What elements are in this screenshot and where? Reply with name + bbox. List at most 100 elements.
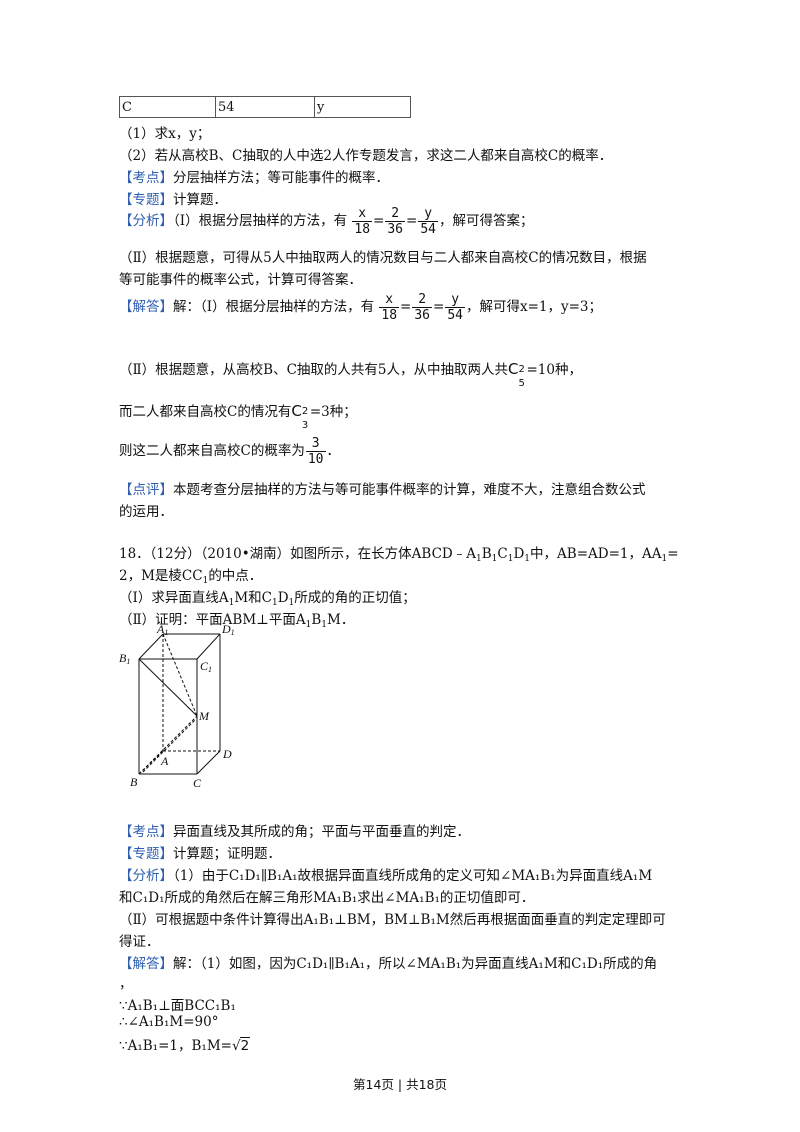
q18-fenxi-3: （Ⅱ）可根据题中条件计算得出A₁B₁⊥BM，BM⊥B₁M然后再根据面面垂直的判定… bbox=[119, 912, 666, 928]
table-cell: C bbox=[119, 96, 216, 118]
q18-p2b: B bbox=[311, 612, 322, 628]
q18-h1c: C bbox=[497, 546, 508, 562]
q17-part1: （1）求x，y； bbox=[119, 126, 211, 142]
q18-h1f: = bbox=[667, 546, 679, 562]
label-m: M bbox=[198, 709, 210, 723]
sqrt-value: 2 bbox=[239, 1037, 251, 1054]
hidden-segment-a-m bbox=[142, 719, 196, 773]
step3-text-a: 而二人都来自高校C的情况有 bbox=[119, 404, 292, 420]
q18-jieda-3: ∴∠A₁B₁M=90° bbox=[119, 1014, 219, 1030]
jieda-tag: 【解答】 bbox=[119, 299, 173, 315]
edge-b1-a1 bbox=[138, 633, 164, 660]
q18-fenxi-2: 和C₁D₁所成的角然后在解三角形MA₁B₁求出∠MA₁B₁的正切值即可． bbox=[119, 890, 535, 906]
zhuanti-text: 计算题；证明题． bbox=[173, 846, 281, 862]
label-d: D bbox=[222, 747, 232, 761]
q17-kaodian: 【考点】分层抽样方法；等可能事件的概率． bbox=[119, 166, 389, 186]
jieda-tag: 【解答】 bbox=[119, 956, 173, 972]
q18-fenxi-4: 得证． bbox=[119, 934, 160, 950]
label-b: B bbox=[130, 775, 138, 789]
q18-h1d: D bbox=[513, 546, 525, 562]
comb-bottom: 5 bbox=[518, 378, 525, 389]
sub: 1 bbox=[202, 576, 209, 586]
sub: 1 bbox=[321, 620, 328, 630]
label-b1: B1 bbox=[119, 651, 130, 666]
comb-bottom: 3 bbox=[301, 420, 309, 431]
sub: 1 bbox=[524, 554, 531, 564]
sub: 1 bbox=[476, 554, 482, 564]
q18-h1b: B bbox=[481, 546, 492, 562]
q18-p1a: （Ⅰ）求异面直线A bbox=[119, 590, 229, 606]
kaodian-tag: 【考点】 bbox=[119, 824, 173, 840]
fenxi-tag: 【分析】 bbox=[119, 868, 173, 884]
q17-zhuanti: 【专题】计算题． bbox=[119, 188, 227, 208]
cuboid-figure: A1 D1 B1 C1 M D A B C bbox=[119, 622, 235, 790]
frac-num: x bbox=[352, 206, 373, 222]
fenxi-text-b: ，解可得答案； bbox=[438, 213, 534, 229]
sub: 1 bbox=[507, 554, 514, 564]
comb-letter: C bbox=[291, 402, 302, 420]
comb-top: 2 bbox=[518, 364, 525, 375]
edge-c-d bbox=[196, 750, 221, 775]
q18-zhuanti: 【专题】计算题；证明题． bbox=[119, 842, 281, 862]
dianping-text-a: 本题考查分层抽样的方法与等可能事件概率的计算，难度不大，注意组合数公式 bbox=[173, 482, 646, 498]
frac-den: 54 bbox=[447, 308, 463, 323]
frac-num: y bbox=[418, 206, 438, 222]
q18-h2b: 的中点． bbox=[208, 568, 263, 584]
frac-num: 3 bbox=[305, 436, 326, 452]
table-cell: y bbox=[314, 96, 411, 118]
q18-p2c: M． bbox=[327, 612, 355, 628]
frac-num: y bbox=[445, 292, 465, 308]
frac-den: 54 bbox=[420, 222, 436, 237]
hidden-segment-b-m bbox=[138, 715, 198, 775]
frac-num: 2 bbox=[412, 292, 433, 308]
q18-h2: 2，M是棱CC bbox=[119, 568, 203, 584]
q17-part2: （2）若从高校B、C抽取的人中选2人作专题发言，求这二人都来自高校C的概率． bbox=[119, 148, 613, 164]
q17-dianping-b: 的运用． bbox=[119, 504, 173, 520]
kaodian-text: 异面直线及其所成的角；平面与平面垂直的判定． bbox=[173, 824, 470, 840]
comb-letter: C bbox=[508, 360, 519, 378]
kaodian-text: 分层抽样方法；等可能事件的概率． bbox=[173, 170, 389, 186]
q17-fenxi-2b: 等可能事件的概率公式，计算可得答案． bbox=[119, 272, 362, 288]
comb-top: 2 bbox=[301, 406, 309, 417]
frac-den: 10 bbox=[307, 452, 324, 467]
label-a1: A1 bbox=[156, 622, 168, 637]
q18-heading-1: 18．（12分）（2010•湖南）如图所示，在长方体ABCD﹣A1B1C1D1中… bbox=[119, 542, 679, 564]
edge-c1-d1 bbox=[196, 633, 221, 660]
label-a: A bbox=[160, 754, 169, 768]
segment-b1-m bbox=[138, 658, 198, 717]
jieda-text-b: ，解可得x=1，y=3； bbox=[465, 299, 603, 315]
q18-p1c: D bbox=[277, 590, 289, 606]
label-d1: D1 bbox=[221, 622, 235, 637]
sub: 1 bbox=[228, 598, 235, 608]
table-row: C 54 y bbox=[119, 96, 411, 118]
q17-fenxi-2a: （Ⅱ）根据题意，可得从5人中抽取两人的情况数目与二人都来自高校C的情况数目，根据 bbox=[119, 250, 647, 266]
sub: 1 bbox=[661, 554, 668, 564]
q18-jieda-2: ∵A₁B₁⊥面BCC₁B₁ bbox=[119, 998, 236, 1014]
sub: 1 bbox=[305, 620, 312, 630]
table-cell: 54 bbox=[215, 96, 315, 118]
sub: 1 bbox=[288, 598, 295, 608]
step2-text-b: =10种， bbox=[526, 362, 583, 378]
fenxi-tag: 【分析】 bbox=[119, 213, 173, 229]
step4-text-b: ． bbox=[326, 443, 341, 459]
frac-den: 36 bbox=[387, 222, 404, 237]
jieda-text-a: 解：（Ⅰ）根据分层抽样的方法，有 bbox=[173, 299, 375, 315]
sub: 1 bbox=[491, 554, 498, 564]
frac-num: 2 bbox=[385, 206, 406, 222]
step3-text-b: =3种； bbox=[309, 404, 357, 420]
dianping-tag: 【点评】 bbox=[119, 482, 173, 498]
q18-jieda-1b: ， bbox=[119, 976, 133, 992]
q18-jieda-4: ∵A₁B₁=1，B₁M=√2 bbox=[119, 1037, 251, 1054]
q18-h1e: 中，AB=AD=1，AA bbox=[530, 546, 662, 562]
jieda-line-4a: ∵A₁B₁=1，B₁M= bbox=[119, 1038, 232, 1054]
